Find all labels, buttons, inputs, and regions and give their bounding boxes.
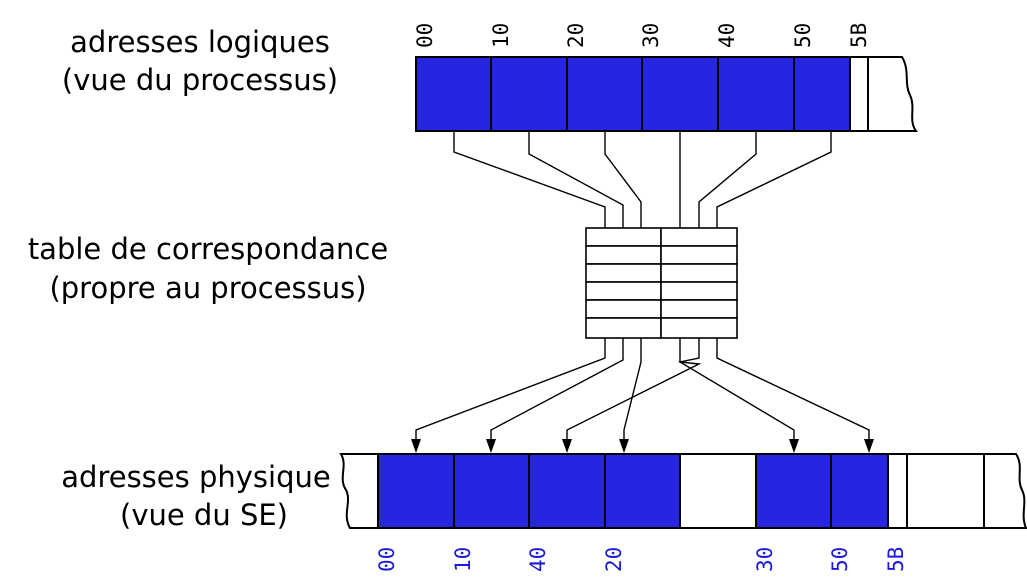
logical-page-00 xyxy=(415,56,492,132)
logical-tick-labels: 00 10 20 30 40 50 5B xyxy=(413,23,871,48)
physical-tick-10: 10 xyxy=(451,547,475,572)
physical-tick-40: 40 xyxy=(526,547,550,572)
physical-tick-30: 30 xyxy=(753,547,777,572)
physical-frame-5 xyxy=(755,453,832,529)
table-row-3-right xyxy=(660,263,738,283)
logical-address-strip xyxy=(415,56,918,132)
logical-page-20 xyxy=(566,56,643,132)
logical-page-40 xyxy=(717,56,795,132)
table-label-line2: (propre au processus) xyxy=(49,271,366,305)
physical-address-strip xyxy=(339,453,1027,529)
logical-tick-20: 20 xyxy=(564,23,588,48)
physical-tick-20: 20 xyxy=(602,547,626,572)
translation-table xyxy=(585,227,738,339)
table-row-4-right xyxy=(660,281,738,301)
arrowhead-20 xyxy=(619,439,629,453)
table-row-3-left xyxy=(585,263,662,283)
physical-frame-1 xyxy=(453,453,530,529)
logical-tick-5B: 5B xyxy=(847,23,871,48)
physical-frame-3 xyxy=(604,453,681,529)
table-label-line1: table de correspondance xyxy=(28,232,388,266)
physical-frame-6-tail xyxy=(887,453,908,529)
wire-out-30 xyxy=(566,338,702,440)
wire-in-00 xyxy=(453,131,606,228)
wire-out-10 xyxy=(490,338,624,440)
logical-label-line2: (vue du processus) xyxy=(62,63,338,97)
logical-tick-10: 10 xyxy=(489,23,513,48)
wire-out-20 xyxy=(623,338,642,440)
physical-tick-labels: 00 10 40 20 30 50 5B xyxy=(375,547,908,572)
wire-out-40 xyxy=(678,338,795,440)
wire-in-40 xyxy=(698,131,757,228)
logical-page-10 xyxy=(490,56,568,132)
arrowhead-30 xyxy=(562,439,572,453)
logical-strip-torn-end xyxy=(868,56,918,132)
physical-label-line1: adresses physique xyxy=(61,460,330,494)
table-row-6-right xyxy=(660,317,738,339)
arrowhead-50 xyxy=(864,439,874,453)
logical-page-50 xyxy=(793,56,851,132)
logical-tick-30: 30 xyxy=(639,23,663,48)
arrowhead-40 xyxy=(789,439,799,453)
wire-out-00 xyxy=(415,338,606,440)
physical-frame-0 xyxy=(377,453,455,529)
table-row-2-left xyxy=(585,245,662,265)
table-row-1-right xyxy=(660,227,738,247)
logical-page-50-tail xyxy=(849,56,869,132)
wire-in-10 xyxy=(528,131,624,228)
physical-tick-50: 50 xyxy=(828,547,852,572)
table-row-5-left xyxy=(585,299,662,319)
physical-frame-6 xyxy=(830,453,889,529)
physical-frame-7-free xyxy=(906,453,985,529)
wire-in-20 xyxy=(604,131,642,228)
physical-strip-torn-start xyxy=(339,453,378,529)
logical-page-30 xyxy=(641,56,719,132)
physical-tick-5B: 5B xyxy=(884,547,908,572)
table-row-2-right xyxy=(660,245,738,265)
table-row-5-right xyxy=(660,299,738,319)
table-row-4-left xyxy=(585,281,662,301)
logical-label-line1: adresses logiques xyxy=(70,25,330,59)
physical-label-line2: (vue du SE) xyxy=(120,498,288,532)
logical-to-table-wires xyxy=(453,131,832,228)
arrowhead-10 xyxy=(486,439,496,453)
mapping-arrowheads xyxy=(411,439,874,453)
logical-tick-50: 50 xyxy=(791,23,815,48)
table-row-1-left xyxy=(585,227,662,247)
arrowhead-00 xyxy=(411,439,421,453)
physical-frame-2 xyxy=(528,453,606,529)
physical-frame-4-free xyxy=(679,453,757,529)
wire-out-50 xyxy=(716,338,870,440)
table-row-6-left xyxy=(585,317,662,339)
wire-in-50 xyxy=(716,131,832,228)
table-to-physical-wires xyxy=(415,338,870,440)
logical-tick-00: 00 xyxy=(413,23,437,48)
physical-strip-torn-end xyxy=(984,453,1027,529)
physical-tick-00: 00 xyxy=(375,547,399,572)
logical-tick-40: 40 xyxy=(715,23,739,48)
